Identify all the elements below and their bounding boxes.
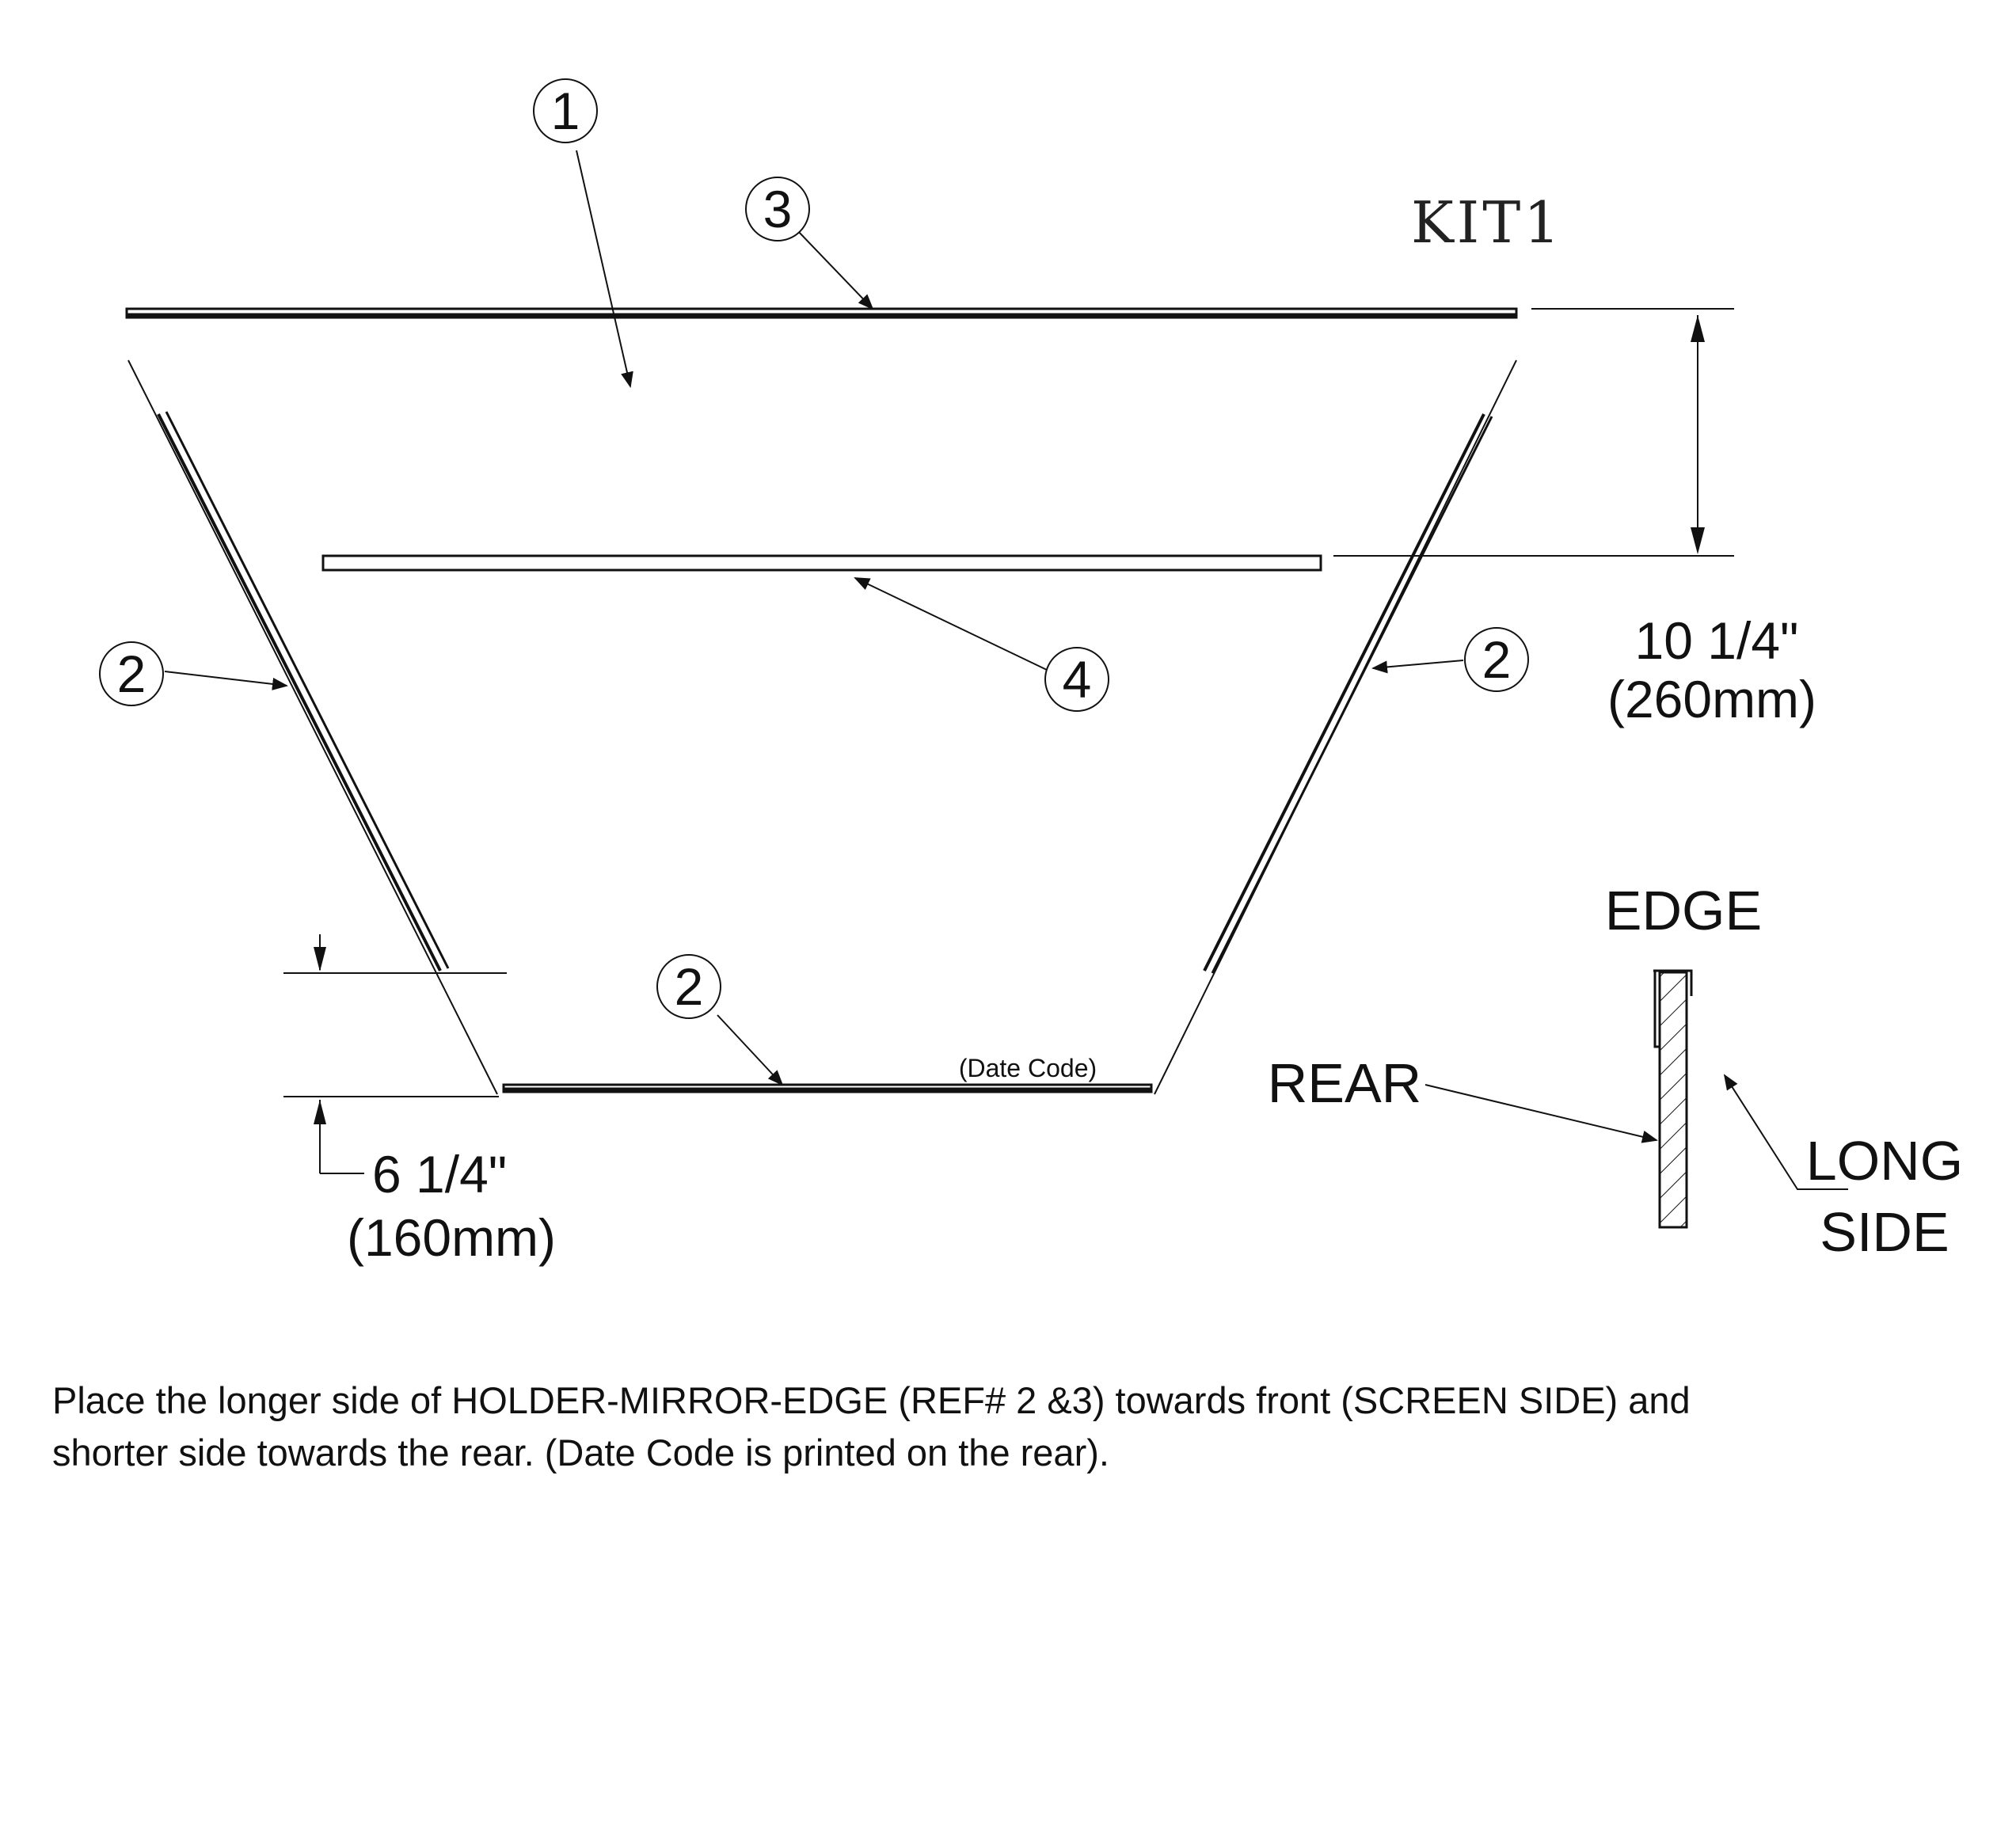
height-dimension [1333, 308, 1734, 557]
leader-side-left [164, 671, 288, 690]
balloon-bottom-number: 2 [675, 957, 704, 1016]
balloon-top: 3 [745, 177, 810, 241]
assembly-note-line2: shorter side towards the rear. (Date Cod… [52, 1432, 1109, 1473]
panel-edge-left [127, 359, 498, 1095]
edge-profile-section [1653, 969, 1693, 1229]
balloon-side-right: 2 [1464, 627, 1529, 692]
balloon-side-left: 2 [99, 641, 164, 706]
left-side-holder-strip [157, 411, 450, 972]
bottom-holder-strip [502, 1083, 1153, 1093]
right-side-holder-strip [1203, 413, 1493, 974]
balloon-panel: 1 [533, 78, 598, 143]
bottom-offset-metric: (160mm) [347, 1208, 556, 1267]
long-side-label-line2: SIDE [1820, 1201, 1949, 1263]
assembly-note-line1: Place the longer side of HOLDER-MIRROR-E… [52, 1379, 1691, 1421]
balloon-side-left-number: 2 [117, 645, 146, 703]
height-dimension-imperial: 10 1/4" [1635, 611, 1799, 670]
leader-top [796, 229, 874, 310]
leader-bottom [717, 1014, 784, 1086]
height-dimension-metric: (260mm) [1607, 670, 1816, 728]
bottom-offset-dimension [283, 934, 507, 1174]
balloon-side-right-number: 2 [1482, 630, 1512, 689]
rear-label: REAR [1268, 1052, 1421, 1114]
top-holder-strip [125, 307, 1518, 319]
assembly-note: Place the longer side of HOLDER-MIRROR-E… [52, 1375, 2008, 1479]
kit-label: KIT1 [1411, 189, 1563, 256]
balloon-bottom: 2 [656, 954, 721, 1019]
leader-rear [1425, 1084, 1658, 1143]
edge-detail-title: EDGE [1605, 880, 1762, 941]
balloon-top-number: 3 [763, 180, 793, 238]
leader-side-right [1371, 660, 1464, 674]
leader-panel [576, 150, 633, 388]
balloon-panel-number: 1 [551, 82, 580, 140]
middle-holder-strip [321, 554, 1322, 572]
balloon-middle: 4 [1044, 647, 1109, 712]
leader-middle [854, 577, 1048, 671]
balloon-middle-number: 4 [1063, 650, 1092, 709]
date-code-label: (Date Code) [959, 1054, 1097, 1082]
long-side-label-line1: LONG [1806, 1130, 1963, 1192]
bottom-offset-imperial: 6 1/4" [372, 1145, 507, 1203]
leader-long-side [1723, 1074, 1848, 1190]
